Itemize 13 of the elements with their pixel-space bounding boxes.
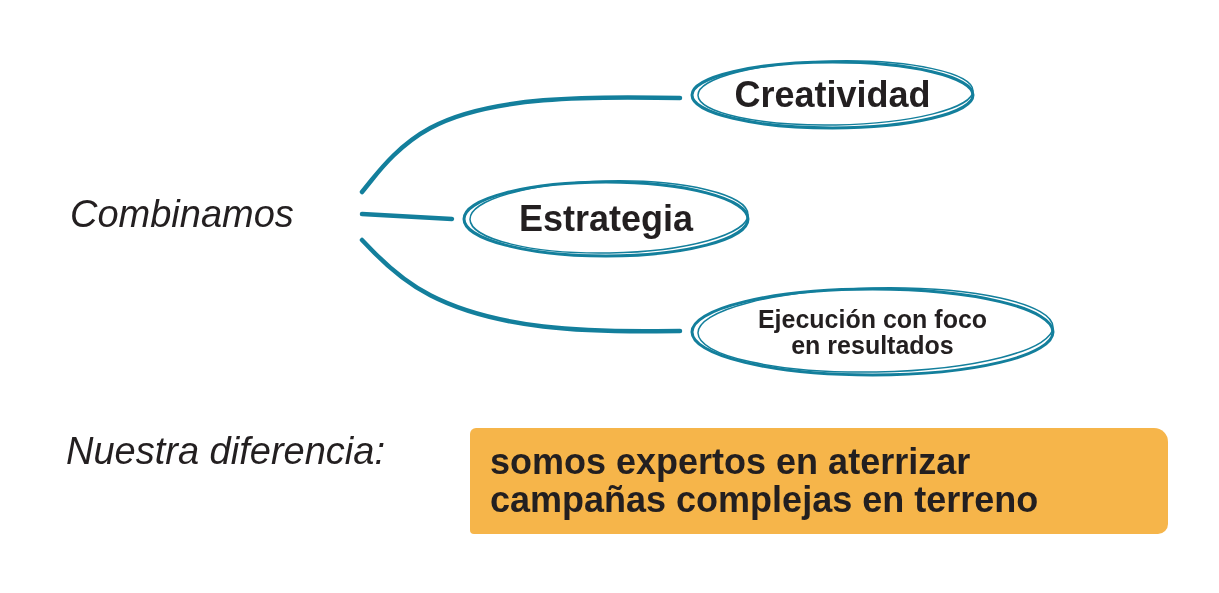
node-label: Ejecución con foco en resultados	[756, 305, 989, 359]
ellipse-node	[690, 60, 975, 130]
node-label: Estrategia	[518, 200, 694, 238]
connector-line	[359, 237, 683, 334]
connector-line	[359, 95, 683, 195]
node-label: Creatividad	[734, 76, 931, 114]
node-label: somos expertos en aterrizar campañas complejas en terreno	[490, 443, 1040, 519]
connector-line	[359, 211, 455, 222]
highlight-band	[470, 428, 1168, 534]
ellipse-node	[690, 287, 1055, 377]
label-text: Nuestra diferencia:	[66, 430, 385, 473]
ellipse-node	[462, 180, 750, 258]
node-label: Combinamos	[70, 195, 294, 235]
